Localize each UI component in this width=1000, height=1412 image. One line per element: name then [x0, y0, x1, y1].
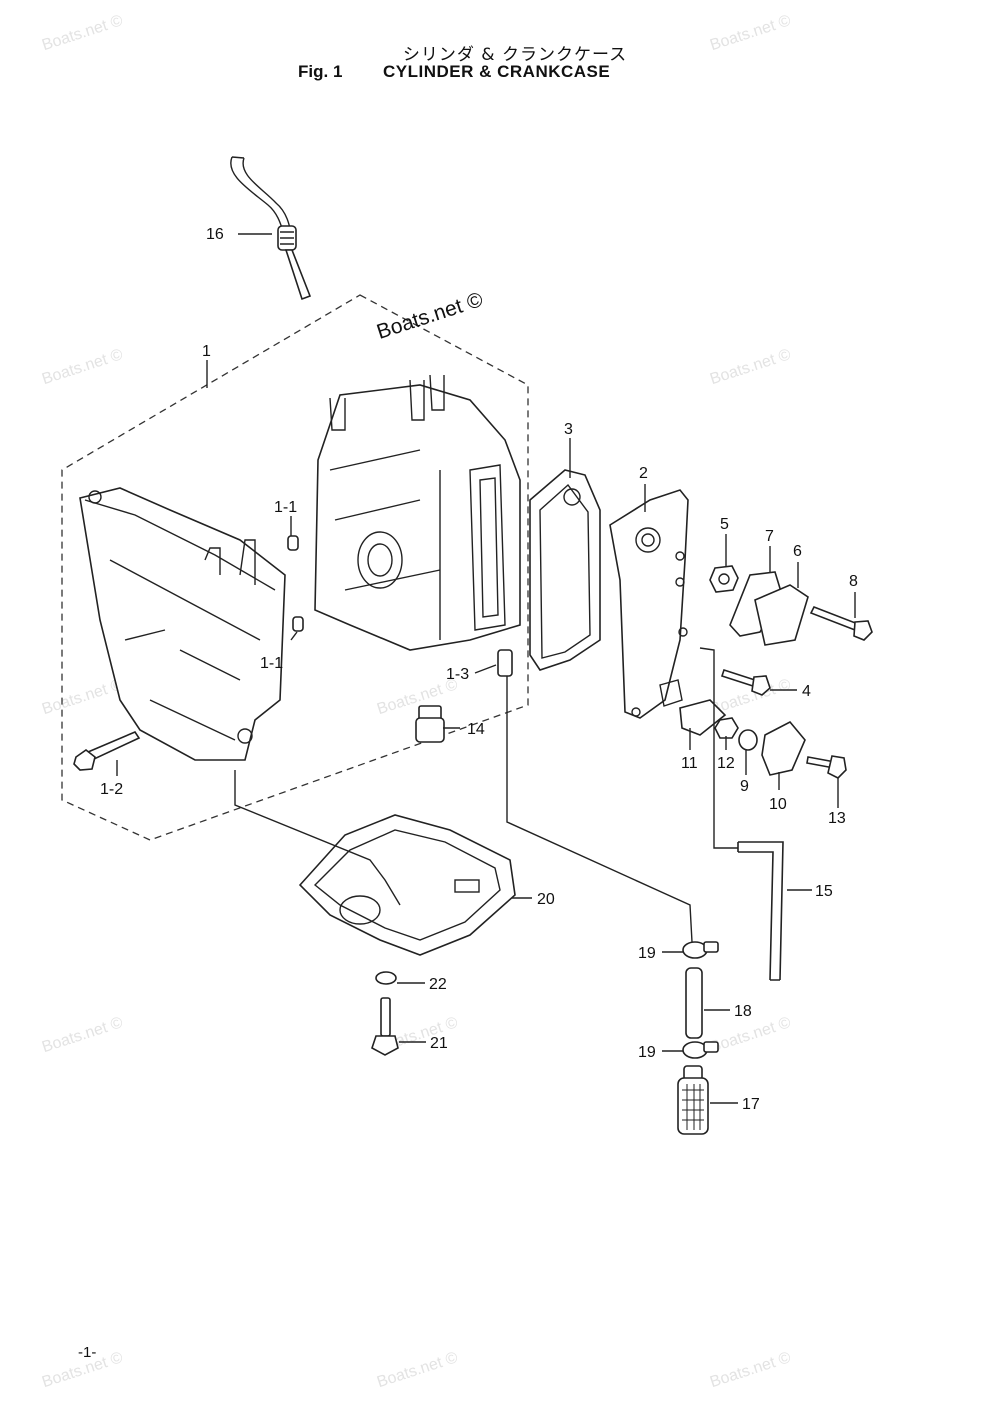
part-hose-15 [737, 841, 784, 981]
callout-7: 7 [765, 528, 774, 545]
callout-21: 21 [430, 1035, 448, 1052]
part-nut-12 [714, 717, 739, 739]
page-number: -1- [78, 1344, 97, 1361]
part-dowel-pin [292, 616, 304, 632]
part-cylinder-block [314, 374, 521, 651]
part-gasket-3 [529, 469, 601, 671]
part-plug-1-3 [497, 649, 513, 677]
part-fitting-14 [415, 705, 445, 743]
callout-2: 2 [639, 465, 648, 482]
callout-19: 19 [638, 945, 656, 962]
callout-6: 6 [793, 543, 802, 560]
part-bolt-4 [720, 668, 771, 696]
part-washer-22 [375, 971, 397, 985]
callout-1-1: 1-1 [260, 655, 283, 672]
callout-3: 3 [564, 421, 573, 438]
callout-1-1: 1-1 [274, 499, 297, 516]
callout-1: 1 [202, 343, 211, 360]
part-dowel-pin [287, 535, 299, 551]
part-bolt-13 [806, 755, 847, 779]
callout-8: 8 [849, 573, 858, 590]
part-bolt-1-2 [73, 731, 141, 771]
callout-15: 15 [815, 883, 833, 900]
part-clamp-19 [682, 1041, 719, 1059]
callout-16: 16 [206, 226, 224, 243]
callout-17: 17 [742, 1096, 760, 1113]
part-exhaust-cover [609, 489, 689, 719]
callout-1-2: 1-2 [100, 781, 123, 798]
callout-1-3: 1-3 [446, 666, 469, 683]
callout-20: 20 [537, 891, 555, 908]
part-gasket-20 [298, 814, 516, 956]
callout-22: 22 [429, 976, 447, 993]
callout-11: 11 [681, 755, 698, 772]
callout-10: 10 [769, 796, 787, 813]
part-fuel-filter-17 [677, 1065, 709, 1135]
figure-title: CYLINDER & CRANKCASE [383, 62, 611, 81]
callout-19: 19 [638, 1044, 656, 1061]
callout-5: 5 [720, 516, 729, 533]
part-cover-10 [761, 720, 806, 776]
callout-12: 12 [717, 755, 735, 772]
callout-9: 9 [740, 778, 749, 795]
leader-lines [116, 233, 856, 1104]
part-crankcase [79, 487, 286, 761]
part-bracket-6 [754, 584, 809, 646]
callout-4: 4 [802, 683, 811, 700]
assembly-boundary [61, 294, 529, 841]
part-washer-9 [738, 729, 758, 751]
figure-number: Fig. 1 [298, 62, 343, 81]
callout-13: 13 [828, 810, 846, 827]
part-fitting-5 [709, 565, 739, 593]
title-japanese: シリンダ & クランクケース [402, 45, 628, 65]
part-bolt-21 [371, 997, 399, 1056]
callout-14: 14 [467, 721, 485, 738]
part-dipstick [230, 156, 312, 301]
part-hose-18 [685, 967, 703, 1039]
callout-18: 18 [734, 1003, 752, 1020]
part-bolt-8 [809, 605, 873, 641]
part-clamp-19 [682, 941, 719, 959]
